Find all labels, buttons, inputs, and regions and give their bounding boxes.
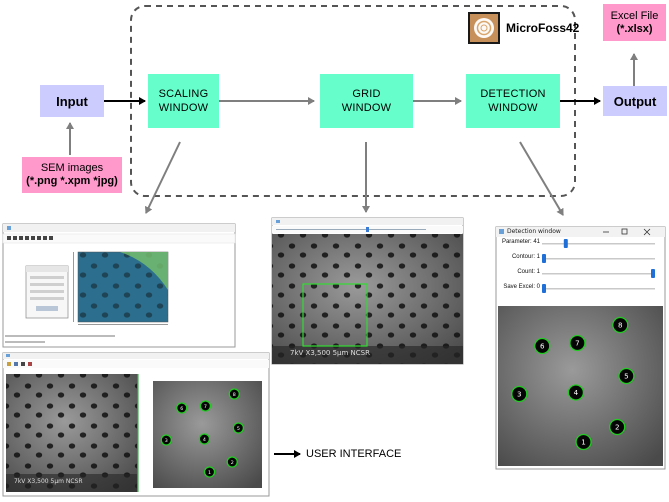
detection-slider-handle[interactable] <box>651 269 655 278</box>
particle-label: 3 <box>165 438 168 444</box>
combined-ui-screenshot: 1 2 3 4 5 6 7 8 <box>2 352 270 497</box>
scaling-line-2: WINDOW <box>158 102 209 114</box>
detection-slider-label: Count: 1 <box>517 269 540 275</box>
particle-ring <box>612 316 629 334</box>
combined-sem-caption: 7kV X3,500 5μm NCSR <box>14 478 83 485</box>
particle-label: 3 <box>517 390 522 399</box>
particle-label: 1 <box>208 470 211 476</box>
grid-roi-rectangle <box>302 283 368 347</box>
detection-window-title: Detection window <box>507 228 561 235</box>
excel-file-node: Excel File (*.xlsx) <box>603 4 666 41</box>
scaling-window-node: SCALING WINDOW <box>148 74 219 128</box>
output-node: Output <box>603 86 667 116</box>
particle-label: 5 <box>237 426 240 432</box>
grid-sem-caption: 7kV X3,500 5μm NCSR <box>290 349 370 357</box>
detection-window-node: DETECTION WINDOW <box>466 74 560 128</box>
particle-ring <box>198 433 211 445</box>
arrow-detection-to-screen <box>519 141 564 216</box>
detection-slider-label: Save Excel: 0 <box>503 284 540 290</box>
grid-line-2: WINDOW <box>341 102 392 114</box>
particle-label: 7 <box>575 339 580 348</box>
detection-slider-label: Contour: 1 <box>511 254 540 260</box>
excel-file-line-2: (*.xlsx) <box>616 22 653 35</box>
detection-window-screenshot: 1 2 3 4 5 6 7 8 <box>495 226 666 470</box>
app-name: MicroFoss42 <box>506 21 580 35</box>
particle-ring <box>511 385 528 403</box>
sem-images-node: SEM images (*.png *.xpm *jpg) <box>22 157 122 193</box>
particle-label: 5 <box>624 372 629 381</box>
detection-line-2: WINDOW <box>488 102 538 114</box>
arrow-scaling-to-screen <box>144 141 181 214</box>
detection-slider-handle[interactable] <box>542 284 546 293</box>
detection-slider-handle[interactable] <box>563 239 568 248</box>
particle-ring <box>199 400 212 412</box>
detection-line-1: DETECTION <box>480 88 546 100</box>
particle-label: 7 <box>204 404 207 410</box>
detection-particles: 1 2 3 4 5 6 7 8 <box>511 316 635 451</box>
detection-slider-track[interactable] <box>542 258 655 260</box>
particle-ring <box>232 422 245 434</box>
detection-slider-handle[interactable] <box>542 254 546 263</box>
microfossil-logo-icon <box>468 12 500 44</box>
particle-label: 4 <box>574 388 579 397</box>
particle-ring <box>575 433 592 451</box>
combined-ui-particles: 1 2 3 4 5 6 7 8 <box>160 388 245 478</box>
particle-ring <box>534 337 551 355</box>
detection-slider-group <box>542 239 655 293</box>
sem-images-line-2: (*.png *.xpm *jpg) <box>26 175 118 187</box>
input-label: Input <box>56 93 88 109</box>
scaling-line-1: SCALING <box>158 88 209 100</box>
sem-images-line-1: SEM images <box>40 162 104 174</box>
detection-slider-label: Parameter: 41 <box>501 239 540 245</box>
particle-label: 6 <box>180 406 183 412</box>
particle-ring <box>203 466 216 478</box>
grid-window-node: GRID WINDOW <box>320 74 413 128</box>
particle-label: 6 <box>540 342 545 351</box>
particle-ring <box>160 434 172 446</box>
particle-label: 8 <box>618 321 623 330</box>
detection-slider-track[interactable] <box>542 243 655 245</box>
particle-ring <box>176 402 188 414</box>
detection-slider-track[interactable] <box>542 273 655 275</box>
excel-file-line-1: Excel File <box>610 9 659 22</box>
particle-ring <box>228 388 240 400</box>
particle-ring <box>569 334 586 352</box>
output-label: Output <box>613 93 657 109</box>
grid-line-1: GRID <box>352 88 381 100</box>
particle-label: 4 <box>203 437 206 443</box>
particle-label: 2 <box>615 423 620 432</box>
particle-label: 1 <box>581 438 586 447</box>
scaling-window-screenshot <box>2 223 236 348</box>
particle-ring <box>567 384 585 401</box>
particle-label: 2 <box>231 460 234 466</box>
grid-window-screenshot <box>271 217 464 365</box>
input-node: Input <box>40 85 104 117</box>
particle-ring <box>226 456 238 468</box>
detection-slider-track[interactable] <box>542 288 655 290</box>
particle-label: 8 <box>233 392 236 398</box>
user-interface-label: USER INTERFACE <box>306 448 402 460</box>
particle-ring <box>618 367 635 385</box>
particle-ring <box>609 418 626 436</box>
